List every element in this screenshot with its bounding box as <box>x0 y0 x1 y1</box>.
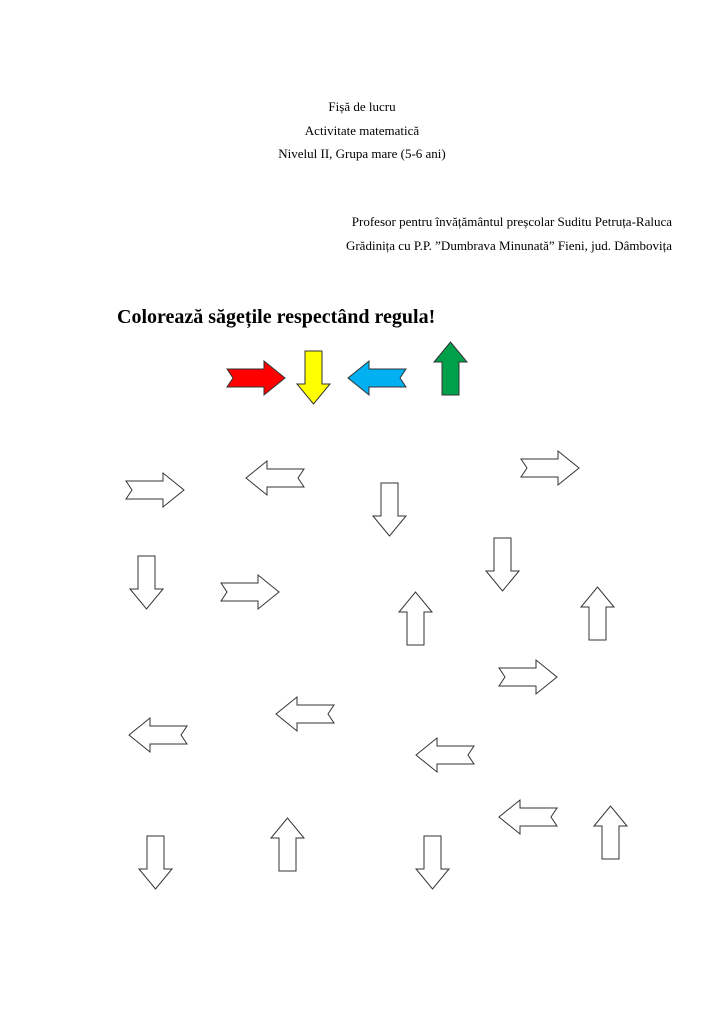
legend-arrow-down-icon <box>295 350 332 405</box>
outline-arrow-down-icon <box>137 835 174 890</box>
activity-label: Activitate matematică <box>304 123 420 138</box>
worksheet-label: Fișă de lucru <box>328 99 396 114</box>
task-title: Colorează săgețile respectând regula! <box>117 306 436 328</box>
outline-arrow-right-icon <box>125 471 185 509</box>
level-label: Nivelul II, Grupa mare (5-6 ani) <box>278 146 446 161</box>
outline-arrow-left-icon <box>275 695 335 733</box>
outline-arrow-left-icon <box>128 716 188 754</box>
outline-arrow-left-icon <box>245 459 305 497</box>
outline-arrow-up-icon <box>579 586 616 641</box>
outline-arrow-up-icon <box>397 591 434 646</box>
teacher-name: Profesor pentru învățământul preșcolar S… <box>351 214 672 229</box>
outline-arrow-down-icon <box>371 482 408 537</box>
outline-arrow-down-icon <box>414 835 451 890</box>
outline-arrow-left-icon <box>498 798 558 836</box>
school-name: Grădinița cu P.P. ”Dumbrava Minunată” Fi… <box>345 238 672 253</box>
legend-arrow-right-icon <box>226 359 286 397</box>
outline-arrow-right-icon <box>520 449 580 487</box>
outline-arrow-right-icon <box>220 573 280 611</box>
outline-arrow-left-icon <box>415 736 475 774</box>
outline-arrow-down-icon <box>128 555 165 610</box>
legend-arrow-up-icon <box>432 341 469 396</box>
outline-arrow-up-icon <box>269 817 306 872</box>
legend-arrow-left-icon <box>347 359 407 397</box>
outline-arrow-up-icon <box>592 805 629 860</box>
outline-arrow-right-icon <box>498 658 558 696</box>
outline-arrow-down-icon <box>484 537 521 592</box>
